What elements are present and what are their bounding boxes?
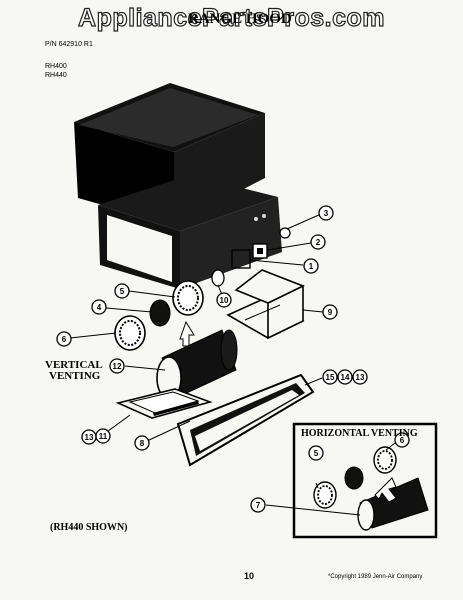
svg-text:5: 5 (314, 449, 319, 458)
callout-5-inset: 5 (308, 445, 324, 461)
callout-13-bottom: 13 (81, 429, 97, 445)
svg-text:10: 10 (220, 296, 229, 305)
svg-text:9: 9 (328, 308, 333, 317)
svg-text:13: 13 (356, 373, 365, 382)
callout-12: 12 (109, 358, 125, 374)
page-number: 10 (244, 571, 255, 581)
svg-text:8: 8 (140, 439, 145, 448)
mounting-bracket (226, 269, 305, 340)
watermark-text: AppliancePartsPros.com (77, 4, 385, 32)
svg-text:3: 3 (324, 209, 329, 218)
svg-text:7: 7 (256, 501, 261, 510)
svg-text:15: 15 (326, 373, 335, 382)
shown-model-note: (RH440 SHOWN) (50, 522, 128, 533)
callout-6-inset: 6 (394, 432, 410, 448)
model-rh440: RH440 (45, 72, 67, 79)
callout-5: 5 (114, 283, 130, 299)
vertical-venting-label-1: VERTICAL (45, 359, 103, 371)
callout-10: 10 (216, 292, 232, 308)
svg-text:4: 4 (97, 303, 102, 312)
svg-text:6: 6 (62, 335, 67, 344)
svg-text:14: 14 (341, 373, 350, 382)
callout-15: 15 (322, 369, 338, 385)
svg-text:1: 1 (309, 262, 314, 271)
svg-text:13: 13 (85, 433, 94, 442)
svg-text:12: 12 (113, 362, 122, 371)
diagram-title: RANGE HOOD (188, 11, 292, 27)
model-rh400: RH400 (45, 63, 67, 70)
duct-box (98, 175, 282, 289)
svg-text:11: 11 (99, 432, 108, 441)
callout-9: 9 (322, 304, 338, 320)
callout-8: 8 (134, 435, 150, 451)
callout-3: 3 (318, 205, 334, 221)
motor-blower (114, 269, 225, 351)
bottom-panel (176, 373, 315, 467)
callout-1: 1 (303, 258, 319, 274)
copyright-note: *Copyright 1989 Jenn-Air Company (328, 574, 423, 580)
switch-assembly (231, 227, 291, 269)
callout-14: 14 (337, 369, 353, 385)
svg-text:6: 6 (400, 436, 405, 445)
filter-tray (115, 388, 213, 424)
callout-7: 7 (250, 497, 266, 513)
callout-2: 2 (310, 234, 326, 250)
vertical-venting-label-2: VENTING (49, 370, 101, 382)
callout-4: 4 (91, 299, 107, 315)
callout-6: 6 (56, 331, 72, 347)
svg-text:5: 5 (120, 287, 125, 296)
horizontal-venting-inset (292, 422, 438, 539)
round-duct (156, 329, 238, 400)
part-number: P/N 642910 R1 (45, 41, 93, 48)
svg-text:2: 2 (316, 238, 321, 247)
horizontal-venting-label: HORIZONTAL VENTING (301, 428, 418, 439)
callout-13-top: 13 (352, 369, 368, 385)
callout-11: 11 (95, 428, 111, 444)
